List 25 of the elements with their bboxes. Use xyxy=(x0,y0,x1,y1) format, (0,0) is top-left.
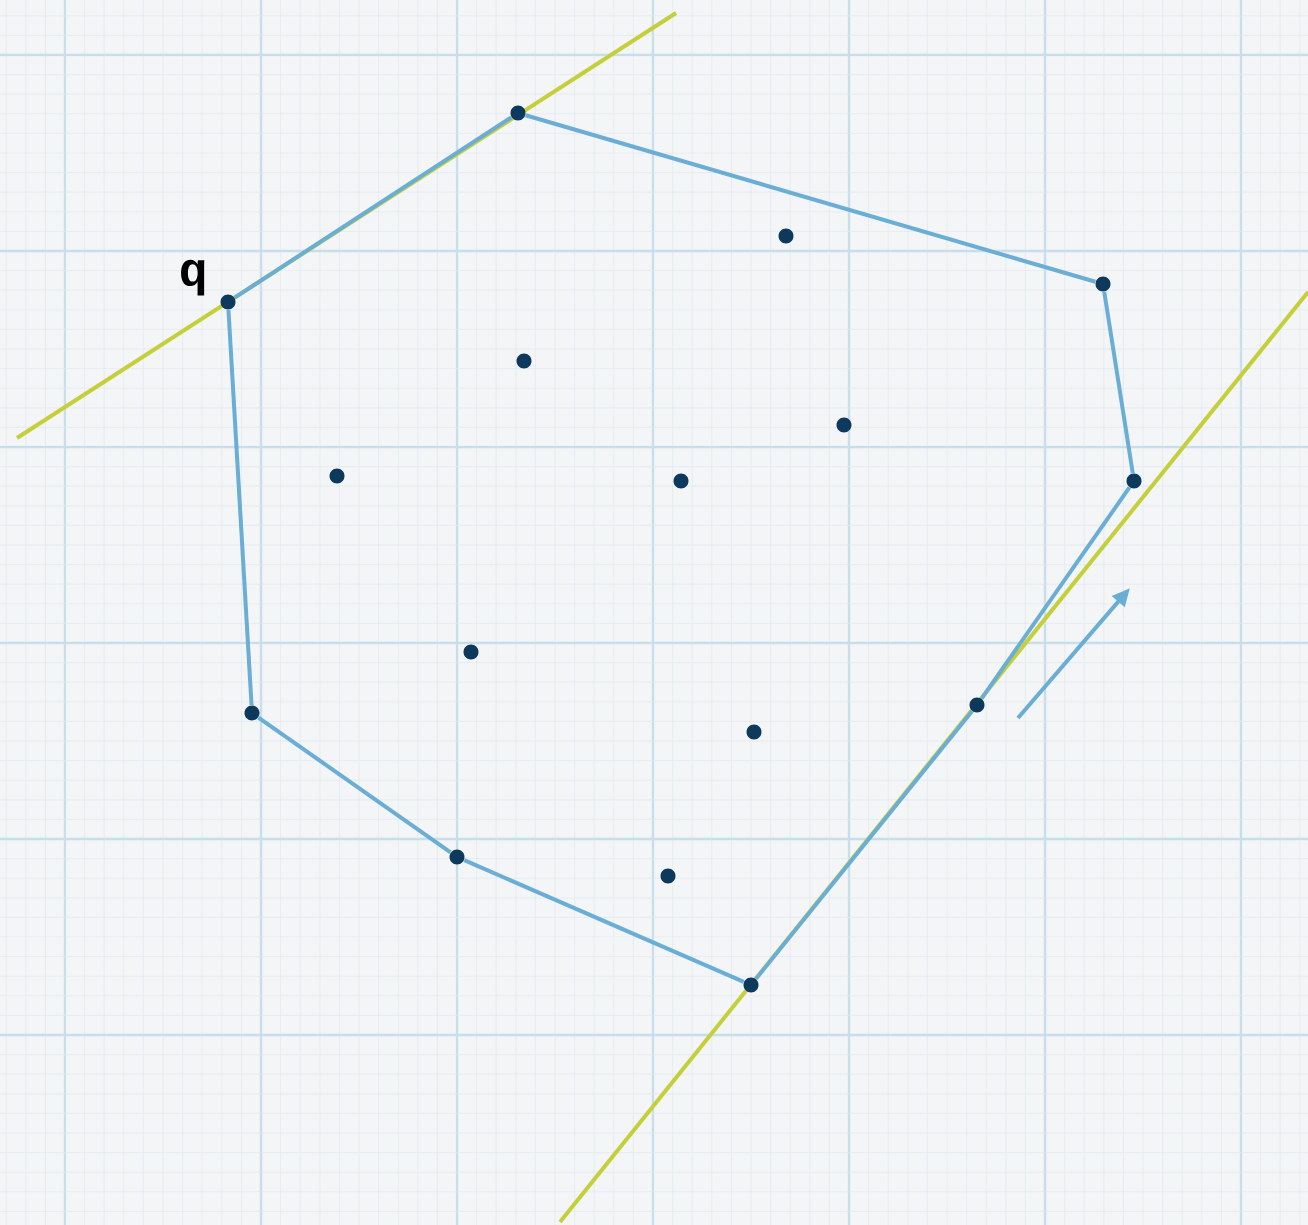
point xyxy=(463,644,479,660)
point xyxy=(1126,473,1142,489)
point xyxy=(220,294,236,310)
point xyxy=(510,105,526,121)
hull-edge xyxy=(233,115,513,300)
point xyxy=(329,468,345,484)
point xyxy=(660,868,676,884)
hull-edge xyxy=(754,709,974,981)
hull-edge xyxy=(463,858,745,984)
point xyxy=(746,724,762,740)
point xyxy=(449,849,465,865)
point xyxy=(673,473,689,489)
hull-edge xyxy=(979,486,1132,700)
point xyxy=(836,417,852,433)
point xyxy=(743,977,759,993)
hull-edge xyxy=(226,309,254,706)
point xyxy=(969,697,985,713)
hull-edge xyxy=(525,113,1096,284)
point xyxy=(244,705,260,721)
point xyxy=(1095,276,1111,292)
point xyxy=(778,228,794,244)
point-label: q xyxy=(181,259,205,296)
point xyxy=(516,353,532,369)
hull-edge xyxy=(1102,291,1135,474)
hull-edge xyxy=(257,715,452,855)
